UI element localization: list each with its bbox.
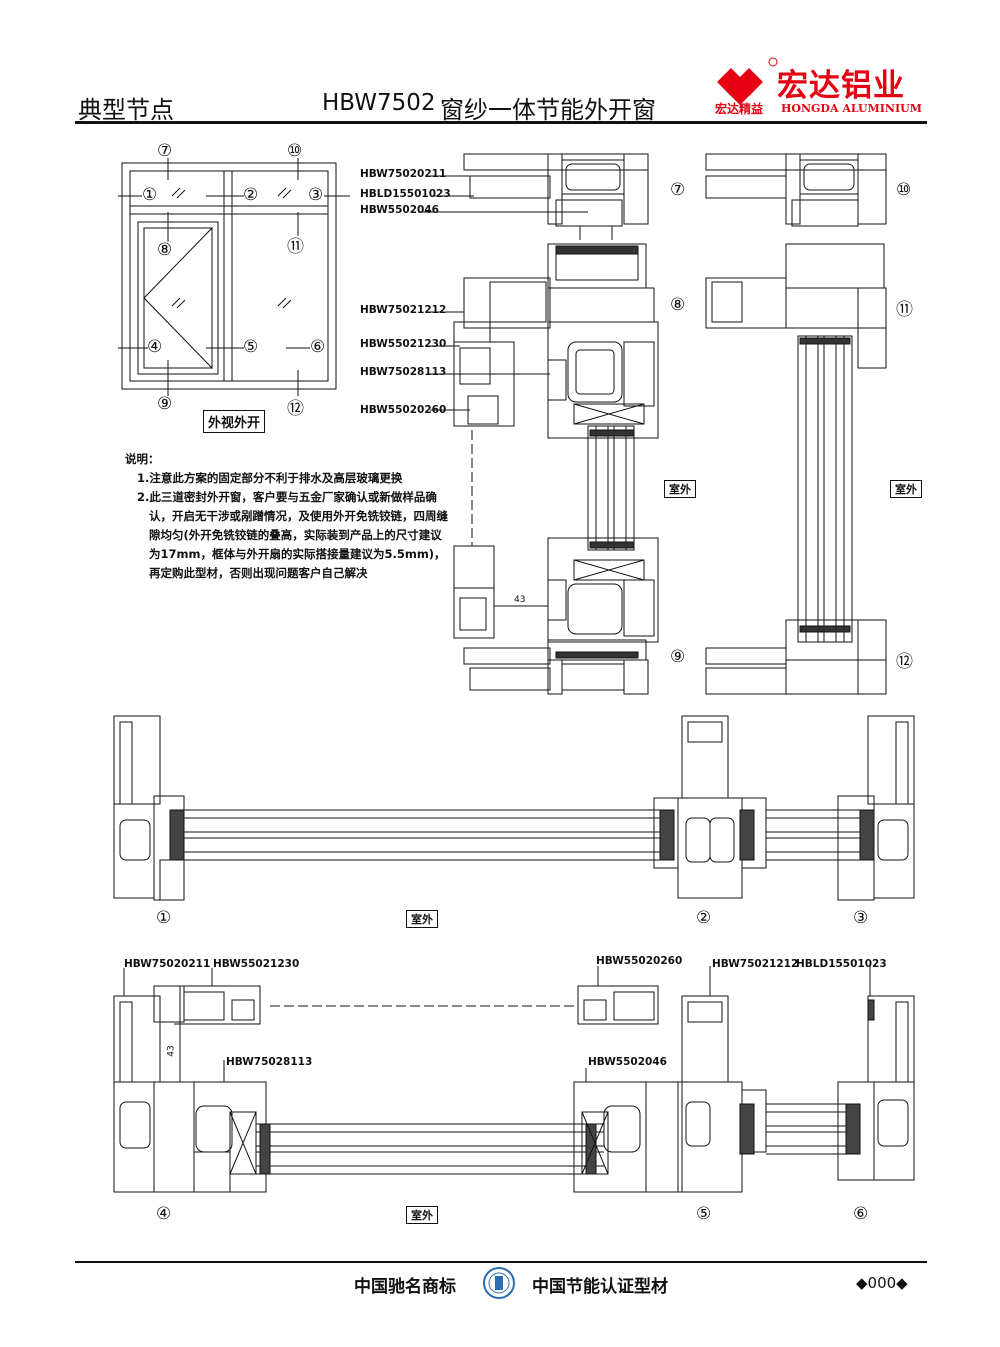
part-label-HBW75028113: HBW75028113 — [360, 366, 447, 378]
dimension-43-vertical-section: 43 — [514, 595, 526, 605]
part-label-bottom-HBW5502046: HBW5502046 — [588, 1056, 667, 1068]
node-label-12: ⑫ — [287, 399, 304, 419]
part-label-HBW75020211: HBW75020211 — [360, 168, 447, 180]
node-label-7: ⑦ — [157, 141, 173, 161]
brand-name-cn: 宏达铝业 — [777, 68, 905, 104]
certification-seal — [482, 1266, 516, 1300]
section-ref-7: ⑦ — [670, 180, 686, 200]
vertical-section-fixed — [705, 153, 887, 695]
node-label-6: ⑥ — [310, 337, 326, 357]
node-label-4: ④ — [147, 337, 163, 357]
diamond-logo-icon — [717, 57, 778, 105]
horizontal-section-top — [113, 715, 915, 901]
node-label-2: ② — [243, 185, 259, 205]
section-ref-1: ① — [156, 908, 172, 928]
section-ref-5: ⑤ — [696, 1204, 712, 1224]
part-label-HBW75021212: HBW75021212 — [360, 304, 447, 316]
outside-label-left: 室外 — [664, 480, 696, 498]
part-label-bottom-HBW55020260: HBW55020260 — [596, 955, 683, 967]
section-ref-12: ⑫ — [896, 652, 913, 672]
node-label-10: ⑩ — [287, 141, 303, 161]
node-label-11: ⑪ — [287, 237, 304, 257]
part-label-HBW5502046: HBW5502046 — [360, 204, 439, 216]
brand-name-en: HONGDA ALUMINIUM — [781, 102, 922, 115]
part-label-bottom-HBLD15501023: HBLD15501023 — [796, 958, 887, 970]
note-item-2: 2.此三道密封外开窗，客户要与五金厂家确认或新做样品确认，开启无干涉或剐蹭情况，… — [137, 490, 448, 580]
part-label-HBLD15501023: HBLD15501023 — [360, 188, 451, 200]
section-ref-11: ⑪ — [896, 300, 913, 320]
part-label-bottom-HBW75028113: HBW75028113 — [226, 1056, 313, 1068]
note-item-1: 1.注意此方案的固定部分不利于排水及高层玻璃更换 — [137, 471, 403, 485]
node-label-3: ③ — [308, 185, 324, 205]
part-label-bottom-HBW55021230: HBW55021230 — [213, 958, 300, 970]
horizontal-section-bottom — [113, 966, 915, 1193]
footer-certification-text: 中国节能认证型材 — [532, 1277, 668, 1297]
section-ref-10: ⑩ — [896, 180, 912, 200]
outside-label-right: 室外 — [890, 480, 922, 498]
outside-label-bottom: 室外 — [406, 1206, 438, 1224]
page-number: ◆000◆ — [856, 1274, 908, 1292]
page-category-title: 典型节点 — [78, 96, 174, 124]
outside-label-top: 室外 — [406, 910, 438, 928]
part-label-bottom-HBW75020211: HBW75020211 — [124, 958, 211, 970]
section-ref-8: ⑧ — [670, 295, 686, 315]
section-ref-4: ④ — [156, 1204, 172, 1224]
dimension-43-horizontal-section: 43 — [166, 1045, 177, 1057]
node-label-1: ① — [142, 185, 158, 205]
product-name: 窗纱一体节能外开窗 — [440, 96, 656, 124]
part-label-bottom-HBW75021212: HBW75021212 — [712, 958, 799, 970]
section-ref-6: ⑥ — [853, 1204, 869, 1224]
section-ref-2: ② — [696, 908, 712, 928]
elevation-caption: 外视外开 — [203, 410, 266, 433]
brand-logo: 宏达铝业 宏达精益 HONGDA ALUMINIUM — [715, 56, 927, 120]
node-label-9: ⑨ — [157, 394, 173, 414]
notes-heading: 说明： — [125, 452, 160, 466]
section-ref-3: ③ — [853, 908, 869, 928]
certification-seal-icon — [483, 1267, 515, 1299]
footer-trademark-text: 中国驰名商标 — [354, 1277, 456, 1297]
brand-sub-cn: 宏达精益 — [715, 102, 764, 116]
product-model: HBW7502 — [322, 90, 436, 116]
section-ref-9: ⑨ — [670, 647, 686, 667]
header-rule — [75, 121, 927, 124]
part-label-HBW55020260: HBW55020260 — [360, 404, 447, 416]
design-notes: 说明： 1.注意此方案的固定部分不利于排水及高层玻璃更换 2.此三道密封外开窗，… — [125, 450, 449, 583]
node-label-8: ⑧ — [157, 240, 173, 260]
part-label-HBW55021230: HBW55021230 — [360, 338, 447, 350]
vertical-section-main — [418, 153, 659, 695]
node-label-5: ⑤ — [243, 337, 259, 357]
